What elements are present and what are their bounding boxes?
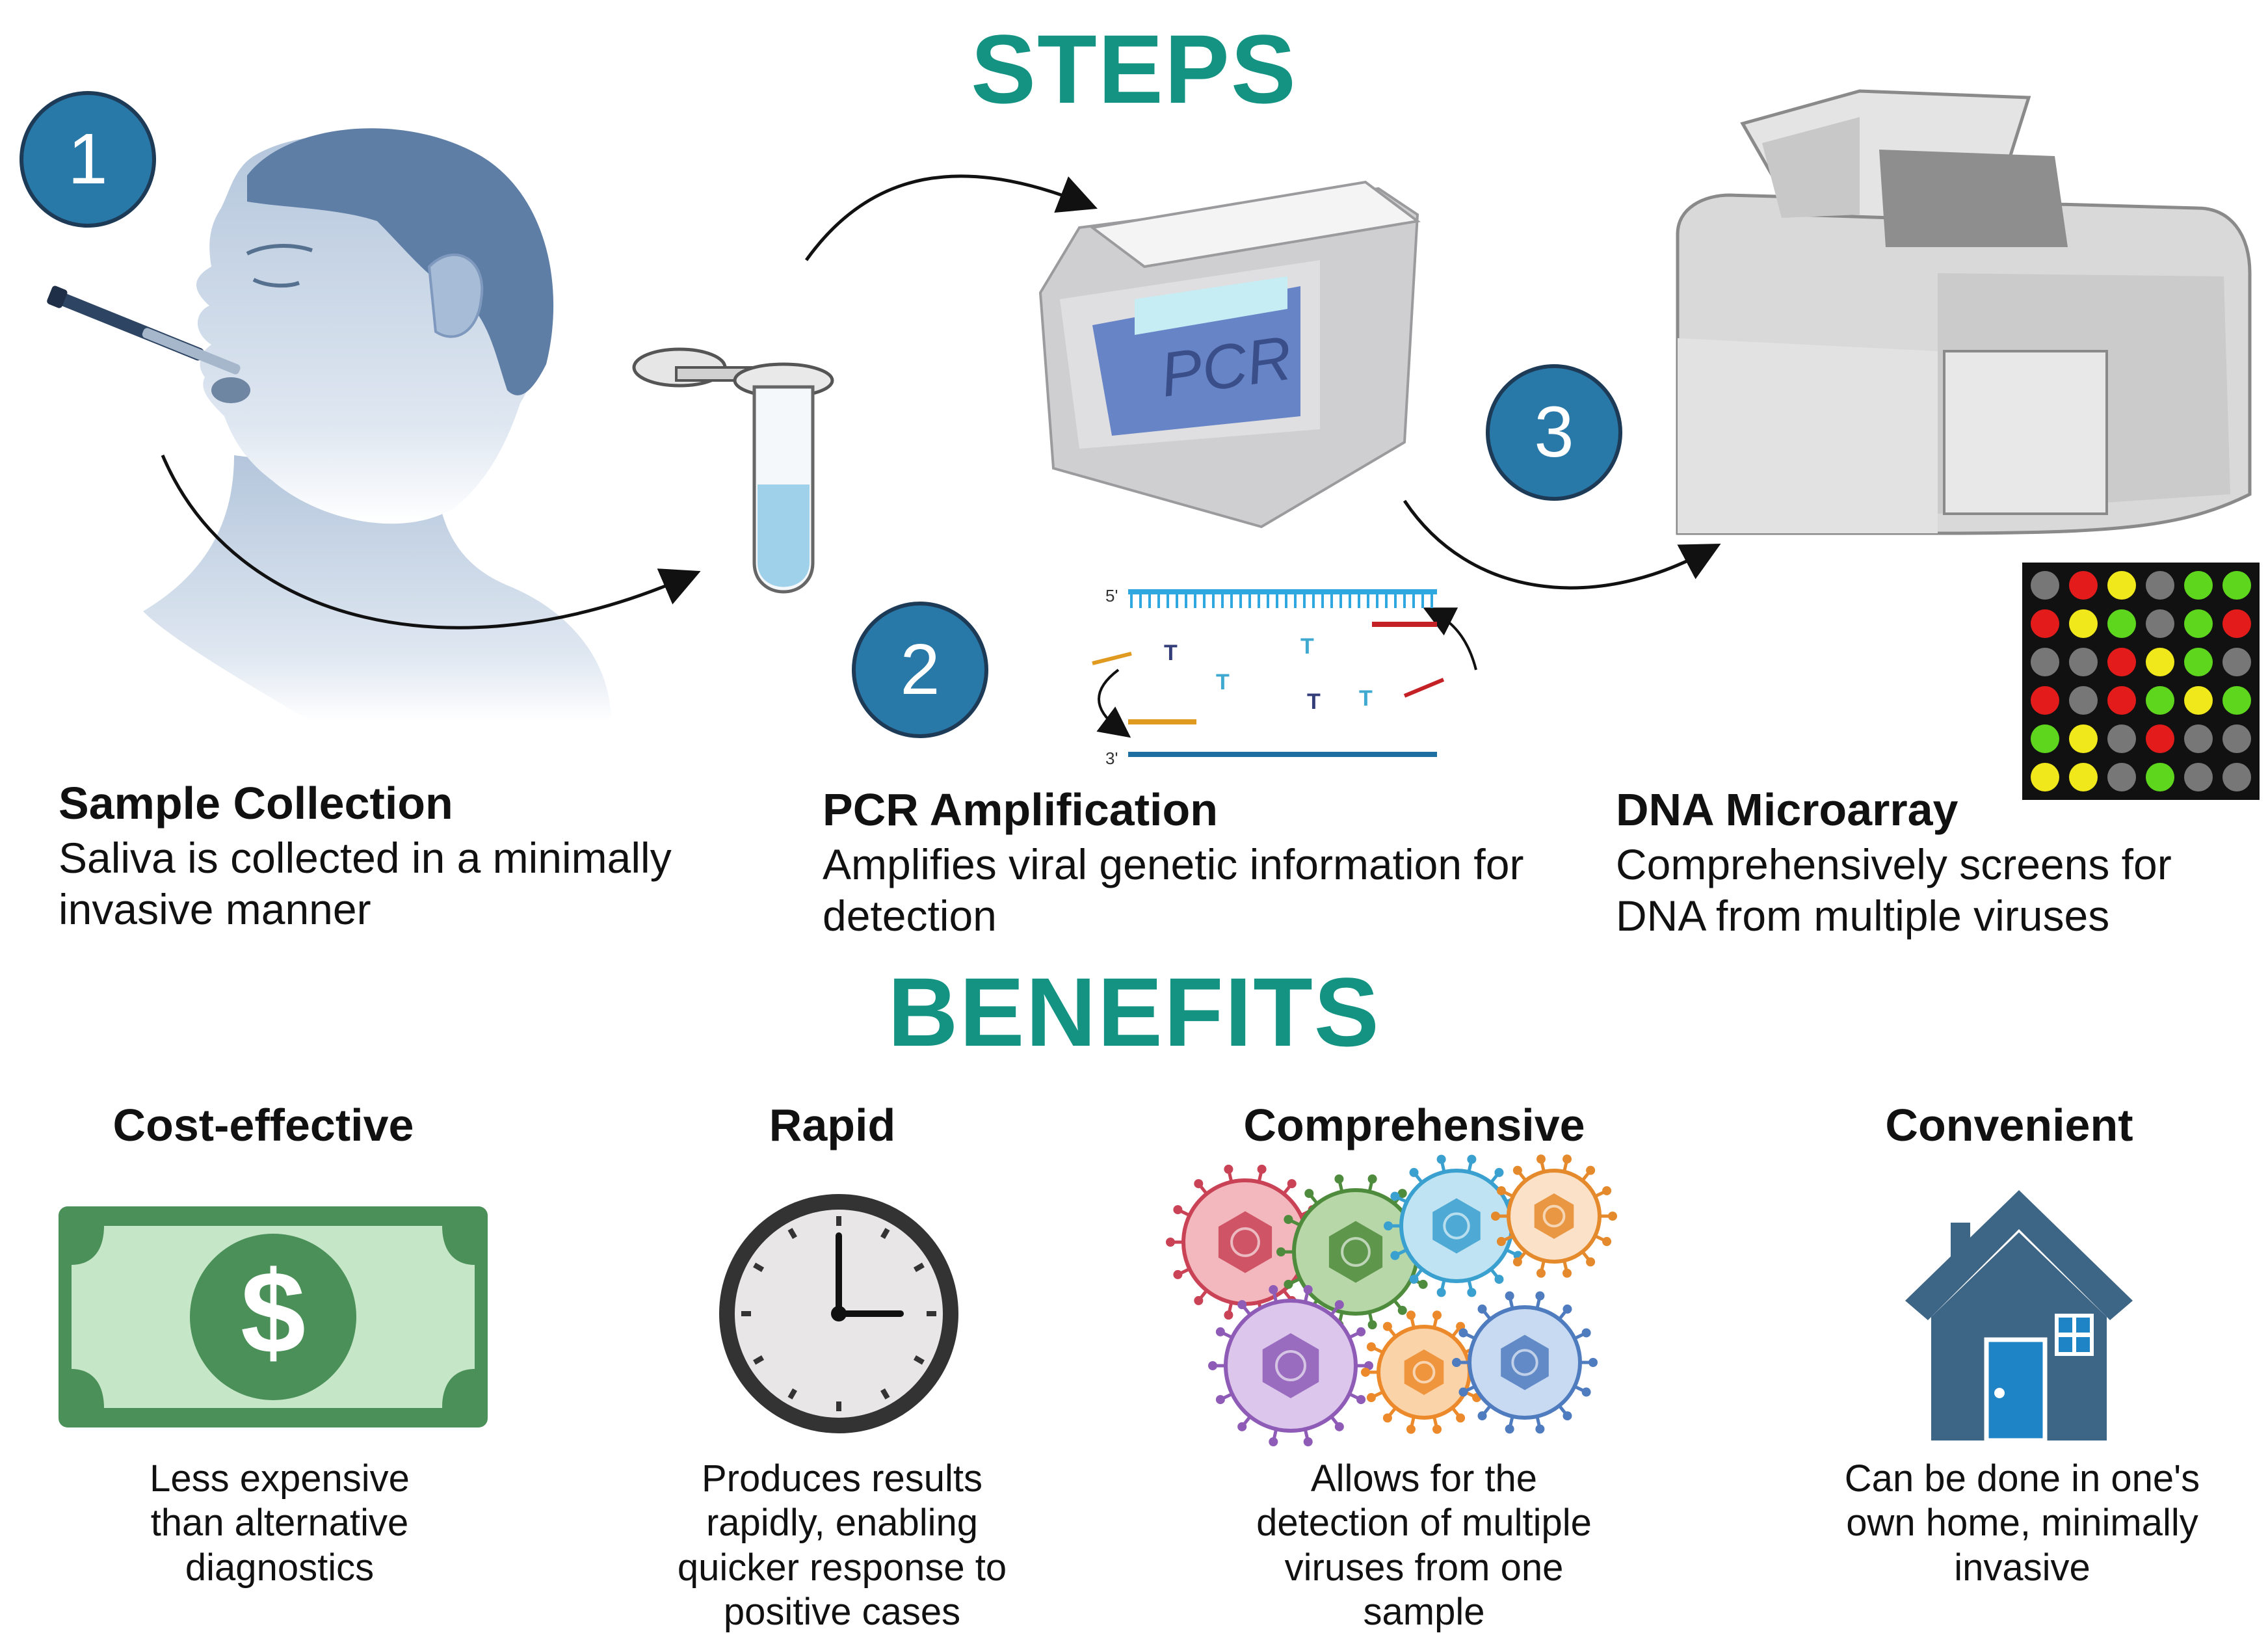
dna-amplification-diagram: 5' 3' T T T T T xyxy=(1092,586,1445,768)
svg-text:T: T xyxy=(1359,686,1373,711)
house-icon xyxy=(1905,1190,2133,1443)
step-2-description: Amplifies viral genetic information for … xyxy=(823,840,1524,940)
pcr-machine-icon: PCR xyxy=(1038,180,1421,529)
steps-heading: STEPS xyxy=(971,14,1297,124)
svg-text:T: T xyxy=(1164,641,1178,665)
benefits-heading: BENEFITS xyxy=(888,957,1380,1067)
svg-text:$: $ xyxy=(241,1247,306,1378)
sample-tube-icon xyxy=(632,347,834,594)
benefit-comprehensive-title: Comprehensive xyxy=(1243,1100,1585,1150)
benefit-rapid-title: Rapid xyxy=(769,1100,896,1150)
person-illustration xyxy=(47,128,611,722)
microarray-machine-icon xyxy=(1676,89,2252,535)
benefit-convenient-title: Convenient xyxy=(1885,1100,2133,1150)
benefit-cost-effective-title: Cost-effective xyxy=(112,1100,414,1150)
svg-text:T: T xyxy=(1216,670,1230,695)
step-3-badge: 3 xyxy=(1486,364,1622,501)
benefit-rapid-description: Produces results rapidly, enabling quick… xyxy=(677,1457,1007,1634)
microarray-grid xyxy=(2022,563,2260,800)
svg-text:T: T xyxy=(1300,634,1314,659)
step-1-badge: 1 xyxy=(20,91,156,228)
benefit-convenient-description: Can be done in one's own home, minimally… xyxy=(1844,1457,2200,1589)
step-1-description: Saliva is collected in a minimally invas… xyxy=(59,834,672,934)
clock-icon xyxy=(719,1194,958,1433)
step-2-badge: 2 xyxy=(852,602,988,738)
step-3-title: DNA Microarray xyxy=(1616,784,1958,835)
three-prime-label: 3' xyxy=(1105,749,1118,768)
svg-text:T: T xyxy=(1307,689,1321,714)
step-2-title: PCR Amplification xyxy=(823,784,1218,835)
step-3-description: Comprehensively screens for DNA from mul… xyxy=(1616,840,2172,940)
benefit-comprehensive-description: Allows for the detection of multiple vir… xyxy=(1256,1457,1592,1634)
viruses-icon xyxy=(1166,1154,1617,1446)
step-1-title: Sample Collection xyxy=(59,778,453,829)
benefit-cost-effective-description: Less expensive than alternative diagnost… xyxy=(150,1457,410,1589)
five-prime-label: 5' xyxy=(1105,586,1118,605)
money-bill-icon: $ xyxy=(59,1206,488,1427)
